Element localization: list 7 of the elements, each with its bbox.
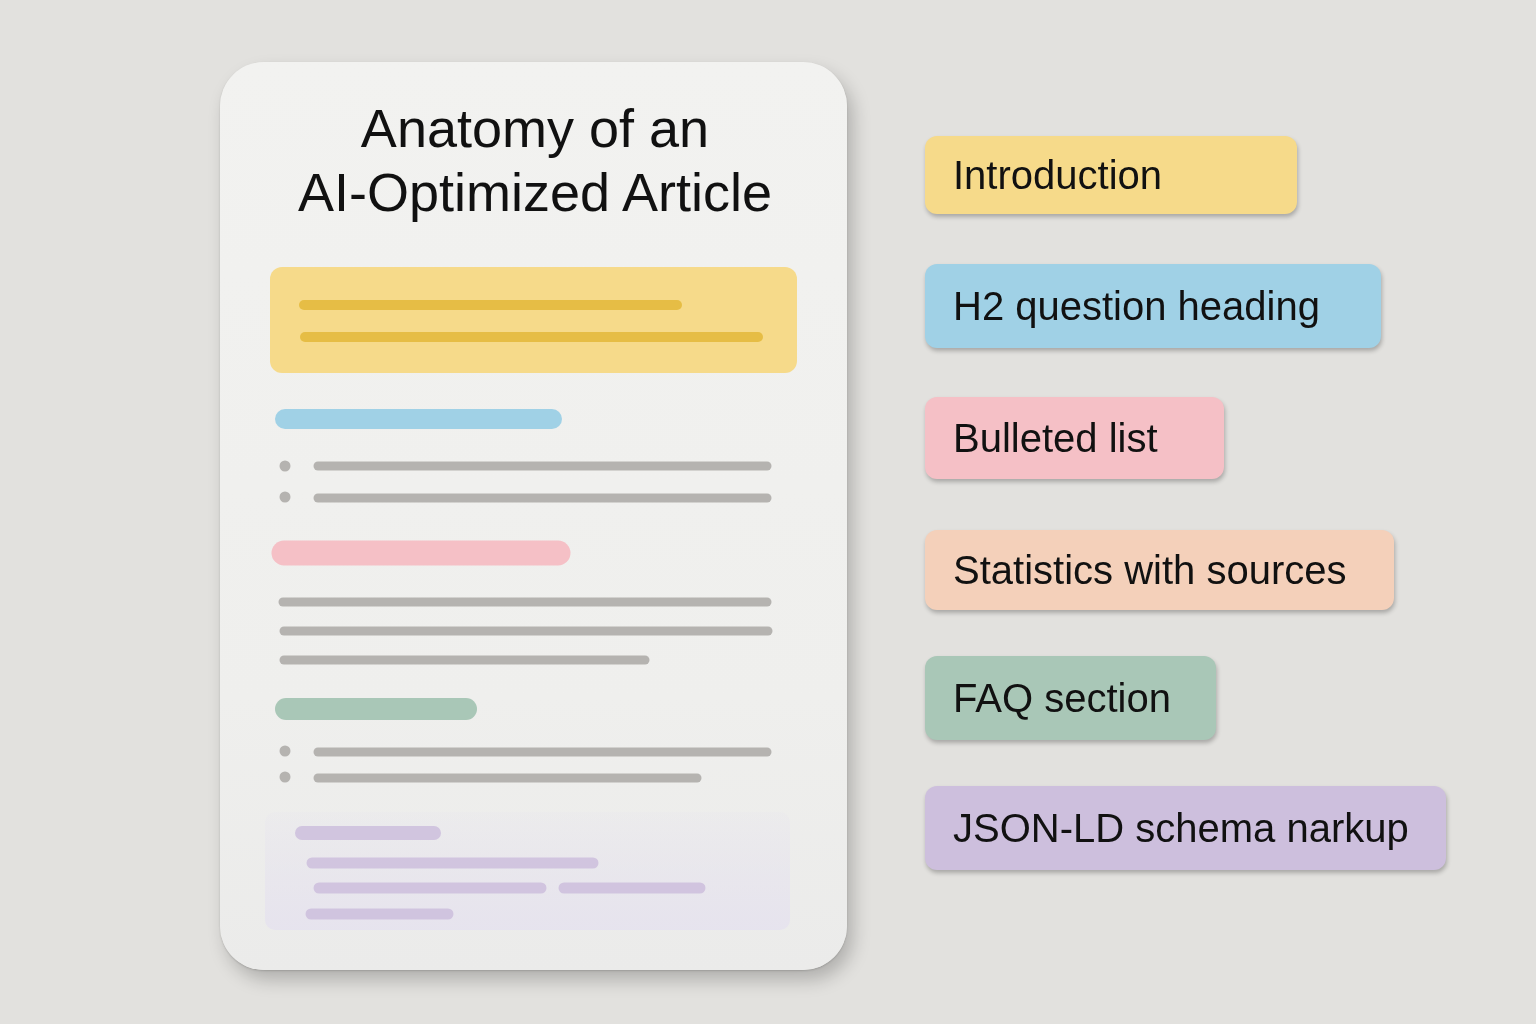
- legend-key: Introduction: [925, 136, 1297, 214]
- legend-key: Bulleted list: [925, 397, 1224, 479]
- legend-key: FAQ section: [925, 656, 1216, 740]
- legend-key: Statistics with sources: [925, 530, 1394, 610]
- title: Anatomy of an AI-Optimized Article: [296, 97, 774, 224]
- legend-key: H2 question heading: [925, 264, 1381, 348]
- legend-key: JSON-LD schema narkup: [925, 786, 1446, 870]
